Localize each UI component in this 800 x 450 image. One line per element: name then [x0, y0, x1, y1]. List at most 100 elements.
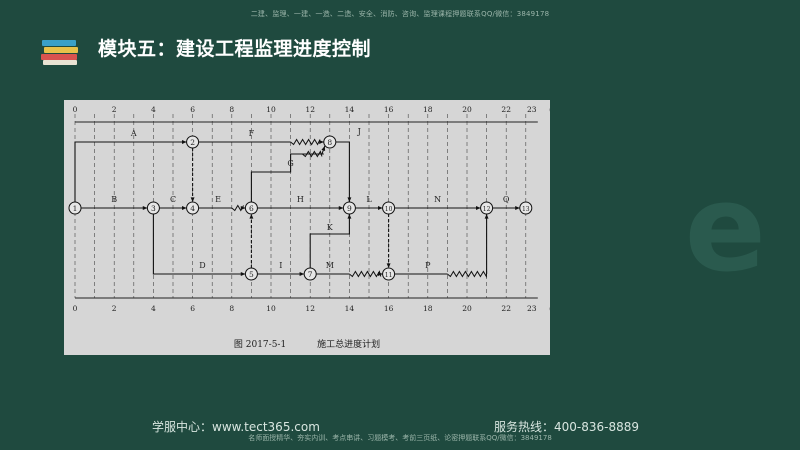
node-2 — [186, 135, 200, 149]
node-label-4: 4 — [190, 204, 195, 213]
activity-d-arrow-head — [240, 272, 246, 276]
activity-p-float — [447, 270, 488, 279]
activity-g-float — [302, 150, 323, 158]
activity-g — [250, 153, 324, 202]
node-label-11: 11 — [385, 272, 393, 279]
tick-label-top: 18 — [423, 105, 433, 114]
dummy-5-6-head — [249, 214, 254, 219]
label-d: D — [199, 261, 205, 270]
node-1 — [68, 201, 82, 215]
node-label-9: 9 — [347, 204, 352, 213]
label-q: Q — [503, 195, 510, 204]
node-label-13: 13 — [522, 206, 530, 213]
label-a: A — [130, 129, 137, 138]
activity-e-arrow-head — [240, 206, 246, 210]
activity-f-float — [290, 138, 321, 146]
tick-label-top: 4 — [151, 105, 156, 114]
page-title: 模块五：建设工程监理进度控制 — [98, 38, 372, 60]
dummy-2-4-head — [190, 197, 195, 202]
label-h: H — [297, 195, 304, 204]
caption-text: 施工总进度计划 — [317, 340, 381, 350]
activity-g-arrow-head — [321, 146, 326, 151]
tick-label-bottom: 12 — [305, 304, 315, 313]
activity-k — [309, 214, 350, 268]
tick-label-bottom: 4 — [151, 304, 156, 313]
activity-a — [74, 141, 187, 202]
tick-label-bottom: 22 — [501, 304, 511, 313]
axis-unit-bottom: (月) — [549, 304, 550, 313]
tick-label-top: 8 — [229, 105, 234, 114]
tick-label-top: 6 — [190, 105, 195, 114]
node-12 — [480, 201, 494, 215]
activity-f-arrow-head — [319, 140, 324, 144]
node-13 — [519, 201, 533, 215]
node-label-7: 7 — [308, 270, 313, 279]
label-k: K — [327, 223, 334, 232]
tick-label-top: 12 — [305, 105, 315, 114]
node-10 — [382, 201, 396, 215]
label-i: I — [279, 261, 282, 270]
node-11 — [382, 267, 396, 281]
tick-label-top: 22 — [501, 105, 511, 114]
tick-label-bottom: 20 — [462, 304, 472, 313]
node-label-5: 5 — [249, 270, 254, 279]
label-l: L — [366, 195, 372, 204]
node-label-6: 6 — [249, 204, 254, 213]
service-center-text: 学服中心：www.tect365.com — [152, 420, 320, 434]
label-e: E — [215, 195, 221, 204]
caption-number: 图 2017-5-1 — [233, 340, 287, 350]
node-9 — [342, 201, 356, 215]
tick-label-top: 2 — [112, 105, 117, 114]
tick-label-top: 14 — [345, 105, 355, 114]
activity-d — [152, 214, 246, 275]
node-8 — [323, 135, 337, 149]
node-label-1: 1 — [73, 204, 78, 213]
hotline-text: 服务热线：400-836-8889 — [494, 420, 640, 434]
label-g: G — [287, 159, 293, 168]
tick-label-bottom: 8 — [229, 304, 234, 313]
activity-b-head — [142, 206, 148, 210]
tick-label-bottom: 2 — [112, 304, 117, 313]
label-c: C — [170, 195, 176, 204]
activity-a-arrow-head — [181, 140, 187, 144]
activity-q-head — [515, 206, 520, 210]
node-label-10: 10 — [385, 206, 393, 213]
dummy-10-11-head — [386, 263, 391, 268]
node-label-12: 12 — [483, 206, 491, 213]
books-icon — [41, 40, 78, 65]
tick-label-top: 10 — [266, 105, 276, 114]
activity-p-arrow-head — [484, 214, 489, 219]
activity-m-arrow-head — [377, 272, 383, 276]
node-label-8: 8 — [327, 138, 332, 147]
node-4 — [186, 201, 200, 215]
tick-label-bottom: 10 — [266, 304, 276, 313]
activity-j-arrow-head — [347, 197, 352, 202]
label-j: J — [357, 127, 361, 136]
label-m: M — [326, 261, 334, 270]
header-note: 二建、监理、一建、一造、二造、安全、消防、咨询、监理课程押题联系QQ/微信：38… — [250, 10, 550, 18]
network-diagram: 0022446688101012121414161618182020222223… — [68, 105, 550, 313]
activity-j — [335, 141, 350, 202]
bottom-note: 名师面授精华、夯实内训、考点串讲、习题模考、考前三页纸、论密押题联系QQ/微信：… — [248, 434, 552, 442]
tick-label-top: 23 — [527, 105, 537, 114]
tick-label-bottom: 0 — [73, 304, 78, 313]
label-p: P — [425, 261, 431, 270]
axis-unit-top: (月) — [549, 105, 550, 114]
label-n: N — [434, 195, 441, 204]
activity-c-head — [181, 206, 187, 210]
label-b: B — [111, 195, 117, 204]
activity-h-head — [338, 206, 344, 210]
activity-n-head — [475, 206, 481, 210]
node-7 — [303, 267, 317, 281]
tick-label-top: 20 — [462, 105, 472, 114]
watermark-logo: e — [684, 160, 766, 299]
node-3 — [146, 201, 160, 215]
node-label-2: 2 — [190, 138, 195, 147]
node-label-3: 3 — [151, 204, 156, 213]
activity-k-arrow-head — [347, 214, 352, 219]
tick-label-bottom: 16 — [384, 304, 394, 313]
tick-label-bottom: 23 — [527, 304, 537, 313]
tick-label-bottom: 14 — [345, 304, 355, 313]
figure-caption: 图 2017-5-1 施工总进度计划 — [64, 337, 550, 350]
